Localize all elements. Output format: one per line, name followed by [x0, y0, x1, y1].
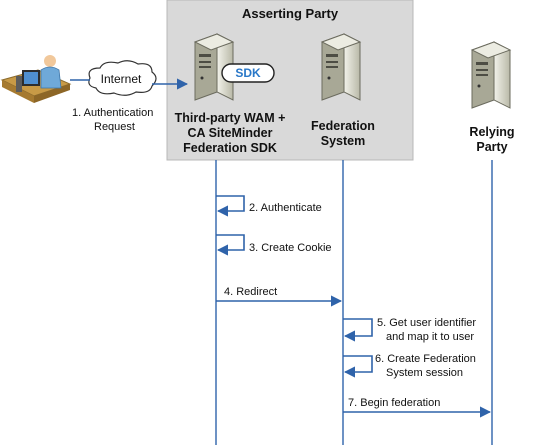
asserting-party-title: Asserting Party: [242, 6, 339, 21]
create-session-label-line1: 6. Create Federation: [375, 353, 476, 365]
create-session-arrow: [343, 355, 373, 378]
get-user-label-line2: and map it to user: [386, 331, 474, 343]
get-user-label-line1: 5. Get user identifier: [377, 317, 476, 329]
create-cookie-arrow: [216, 234, 245, 256]
federation-server-icon: [321, 33, 361, 101]
wam-label-line3: Federation SDK: [183, 141, 277, 155]
federation-label-line2: System: [321, 134, 365, 148]
internet-cloud-icon: [88, 60, 157, 96]
redirect-label: 4. Redirect: [224, 286, 277, 298]
create-cookie-label: 3. Create Cookie: [249, 242, 332, 254]
authenticate-label: 2. Authenticate: [249, 202, 322, 214]
auth-request-label-line1: 1. Authentication: [72, 107, 153, 119]
user-computer-icon: [0, 55, 72, 103]
wam-label-line2: CA SiteMinder: [188, 126, 273, 140]
relying-label-line2: Party: [476, 140, 507, 154]
sdk-badge: [221, 63, 275, 83]
sdk-label: SDK: [235, 66, 261, 80]
internet-label: Internet: [101, 72, 142, 86]
federation-label-line1: Federation: [311, 119, 375, 133]
begin-federation-label: 7. Begin federation: [348, 397, 440, 409]
authenticate-arrow: [216, 195, 245, 217]
wam-label-line1: Third-party WAM +: [175, 111, 286, 125]
relying-label-line1: Relying: [469, 125, 514, 139]
get-user-arrow: [343, 318, 373, 342]
auth-request-label-line2: Request: [94, 121, 135, 133]
create-session-label-line2: System session: [386, 367, 463, 379]
relying-party-server-icon: [471, 41, 511, 109]
